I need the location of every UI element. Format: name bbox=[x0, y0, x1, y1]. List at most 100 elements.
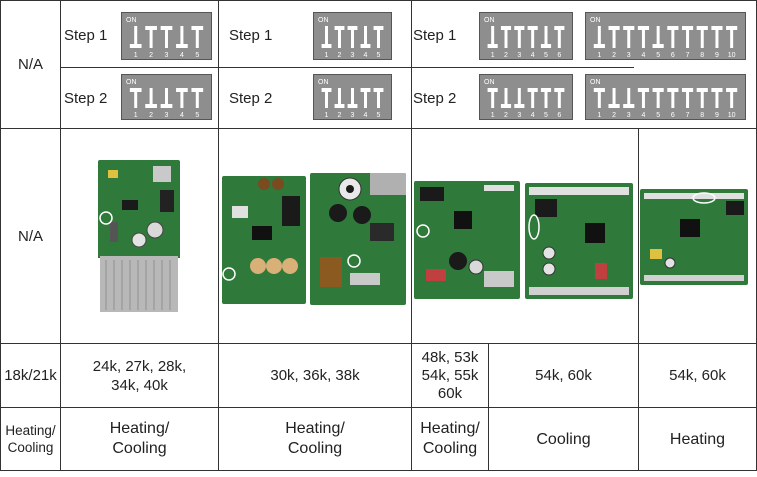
dip-number: 9 bbox=[715, 52, 719, 59]
capacity-text: 54k, 60k bbox=[535, 367, 592, 384]
mode-text-line1: Heating/ bbox=[420, 420, 480, 437]
dip-number: 3 bbox=[351, 52, 355, 59]
row-label-mode: Heating/ Cooling bbox=[1, 408, 60, 470]
dip-number: 5 bbox=[544, 112, 548, 119]
step2-label-col2: Step 2 bbox=[229, 90, 273, 107]
dip-number: 7 bbox=[686, 52, 690, 59]
dip-number: 5 bbox=[656, 112, 660, 119]
dip-number: 6 bbox=[557, 52, 561, 59]
pcb-photo-col2-left bbox=[222, 176, 306, 304]
dip-number: 3 bbox=[351, 112, 355, 119]
dip-toggle: 5 bbox=[373, 26, 384, 59]
dip-number: 6 bbox=[557, 112, 561, 119]
dip-number: 5 bbox=[195, 52, 199, 59]
dip-toggle: 1 bbox=[129, 88, 142, 119]
dip-number: 2 bbox=[504, 112, 508, 119]
dip-number: 5 bbox=[195, 112, 199, 119]
dip-toggle: 3 bbox=[160, 88, 173, 119]
dip-on-label: ON bbox=[590, 17, 601, 24]
mode-text-line2: Cooling bbox=[287, 440, 343, 457]
row-label-text: 18k/21k bbox=[4, 367, 57, 384]
mode-text: Heating bbox=[669, 430, 726, 448]
dip-toggle: 1 bbox=[487, 88, 498, 119]
dip-number: 4 bbox=[531, 52, 535, 59]
dip-number: 8 bbox=[700, 112, 704, 119]
dip-number: 4 bbox=[364, 52, 368, 59]
dip-number: 6 bbox=[671, 52, 675, 59]
dip-number: 2 bbox=[149, 112, 153, 119]
dip-toggle: 1 bbox=[321, 88, 332, 119]
dip-on-label: ON bbox=[484, 79, 495, 86]
dip-toggle: 2 bbox=[145, 88, 157, 119]
dip-number: 5 bbox=[544, 52, 548, 59]
row-label-text: N/A bbox=[17, 227, 43, 245]
dip-toggle: 7 bbox=[681, 26, 694, 59]
dip-number: 3 bbox=[517, 112, 521, 119]
capacity-text-line2: 34k, 40k bbox=[111, 376, 168, 394]
dip-toggle: 6 bbox=[554, 88, 565, 119]
capacity-col1: 24k, 27k, 28k, 34k, 40k bbox=[61, 344, 218, 407]
mode-text-line2: Cooling bbox=[112, 440, 167, 457]
row-label-text-line1: Heating/ bbox=[5, 423, 56, 438]
capacity-col3a: 48k, 53k 54k, 55k 60k bbox=[412, 344, 488, 407]
dip-toggle: 1 bbox=[321, 26, 332, 59]
pcb-photo-col3-left bbox=[414, 181, 520, 299]
dip-toggle: 10 bbox=[726, 88, 738, 119]
dip-number: 1 bbox=[134, 52, 138, 59]
dip-number: 5 bbox=[377, 112, 381, 119]
dip-number: 4 bbox=[364, 112, 368, 119]
mode-text: Cooling bbox=[536, 430, 591, 448]
dip-on-label: ON bbox=[126, 79, 137, 86]
dip-toggle: 4 bbox=[176, 88, 188, 119]
mode-text-line2: Cooling bbox=[422, 440, 478, 457]
pcb-photo-col2-right bbox=[310, 173, 406, 305]
dip-toggle: 3 bbox=[623, 88, 635, 119]
dip-toggle: 2 bbox=[145, 26, 157, 59]
dip-toggle: 6 bbox=[667, 88, 679, 119]
dip-number: 2 bbox=[612, 112, 616, 119]
dip-number: 8 bbox=[700, 52, 704, 59]
dip-toggle: 5 bbox=[191, 26, 204, 59]
dip-number: 3 bbox=[627, 52, 631, 59]
dip-number: 2 bbox=[612, 52, 616, 59]
dip-toggle: 3 bbox=[160, 26, 173, 59]
dip-toggle: 4 bbox=[637, 26, 650, 59]
capacity-col3b: 54k, 60k bbox=[489, 344, 638, 407]
dip-number: 1 bbox=[597, 52, 601, 59]
dip-toggle: 9 bbox=[711, 88, 723, 119]
mode-text-line1: Heating/ bbox=[285, 420, 345, 437]
dip-number: 1 bbox=[491, 112, 495, 119]
dip-on-label: ON bbox=[590, 79, 601, 86]
capacity-text-line3: 60k bbox=[437, 384, 463, 402]
dip-toggle: 2 bbox=[500, 26, 512, 59]
dip-toggle: 2 bbox=[334, 88, 345, 119]
dip-number: 1 bbox=[134, 112, 138, 119]
dip-toggle: 2 bbox=[334, 26, 345, 59]
dip-number: 1 bbox=[597, 112, 601, 119]
dip-toggle: 1 bbox=[129, 26, 142, 59]
mode-col3a: Heating/ Cooling bbox=[412, 408, 488, 470]
dip-number: 4 bbox=[641, 52, 645, 59]
mode-col1: Heating/ Cooling bbox=[61, 408, 218, 470]
dip-toggle: 7 bbox=[681, 88, 694, 119]
dip-on-label: ON bbox=[484, 17, 495, 24]
dip-toggle: 4 bbox=[527, 88, 538, 119]
dip-toggle: 3 bbox=[514, 26, 525, 59]
dip-toggle: 2 bbox=[608, 88, 620, 119]
dip-number: 9 bbox=[715, 112, 719, 119]
dip-toggle: 5 bbox=[540, 26, 552, 59]
dip-toggle: 5 bbox=[652, 26, 664, 59]
dip-toggle: 6 bbox=[554, 26, 565, 59]
dip-number: 4 bbox=[531, 112, 535, 119]
dip-number: 5 bbox=[377, 52, 381, 59]
capacity-text-line2: 54k, 55k bbox=[421, 366, 479, 384]
pcb-photo-col1 bbox=[98, 160, 180, 312]
dip-number: 2 bbox=[338, 112, 342, 119]
pcb-photo-col4 bbox=[640, 189, 748, 285]
